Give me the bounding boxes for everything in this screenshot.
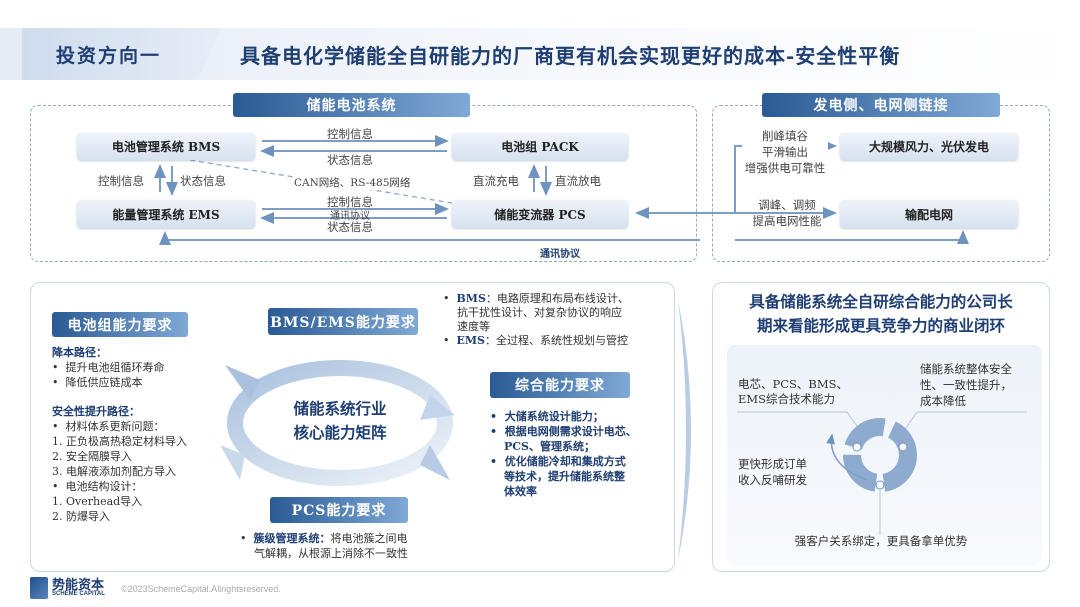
grid-link-label: 发电侧、电网侧链接: [762, 93, 1000, 117]
item-text: 大储系统设计能力；: [504, 410, 604, 423]
list-item: • 电池结构设计：: [52, 480, 143, 493]
text-line: 收入反哺研发: [738, 473, 807, 487]
combined-req-content: • 大储系统设计能力； • 根据电网侧需求设计电芯、 PCS、管理系统； • 优…: [490, 409, 637, 499]
text-line: 储能系统整体安全: [920, 362, 1012, 376]
item-text: 等技术，提升储能系统整: [504, 470, 625, 483]
list-item: • 材料体系更新问题：: [52, 420, 165, 433]
grid-benefits: 调峰、调频 提高电网性能: [745, 197, 829, 229]
node-ems: 能量管理系统 EMS: [77, 200, 255, 228]
item-text: 电池结构设计：: [65, 480, 143, 493]
page-title: 具备电化学储能全自研能力的厂商更有机会实现更好的成本-安全性平衡: [240, 44, 901, 68]
pcs-req-content: • 簇级管理系统：将电池簇之间电 气解耦，从根源上消除不一致性: [240, 531, 408, 561]
item-text: 降低供应链成本: [65, 376, 143, 389]
logo-cn: 势能资本: [52, 577, 105, 592]
combined-req-label: 综合能力要求: [490, 372, 630, 398]
text-line: 性、一致性提升，: [920, 378, 1012, 392]
list-item: • 降低供应链成本: [52, 376, 143, 389]
logo-icon: [30, 577, 48, 599]
node-pcs: 储能变流器 PCS: [452, 200, 628, 228]
pack-req-label: 电池组能力要求: [52, 312, 188, 337]
loop-bottom-text: 强客户关系绑定，更具备拿单优势: [794, 534, 968, 548]
safety-title: 安全性提升路径：: [52, 405, 140, 418]
list-item: • 大储系统设计能力；: [490, 410, 604, 423]
cost-title: 降本路径：: [52, 346, 107, 359]
list-item: • EMS：全过程、系统性规划与管控: [443, 334, 628, 347]
text-line: 削峰填谷: [762, 129, 808, 143]
list-item: • 根据电网侧需求设计电芯、: [490, 425, 637, 438]
loop-right-text: 储能系统整体安全 性、一致性提升， 成本降低: [920, 361, 1012, 409]
item-text: 抗干扰性设计、对复杂协议的响应: [457, 306, 622, 319]
item-text: ：电路原理和布局布线设计、: [485, 292, 629, 305]
node-grid: 输配电网: [840, 200, 1018, 228]
center-line: 储能系统行业: [293, 399, 387, 418]
battery-system-label: 储能电池系统: [233, 93, 470, 117]
list-item: • BMS：电路原理和布局布线设计、: [443, 292, 629, 305]
list-item: • 簇级管理系统：将电池簇之间电: [240, 532, 408, 545]
loop-feedback-text: 更快形成订单 收入反哺研发: [738, 456, 807, 488]
node-bms: 电池管理系统 BMS: [77, 133, 255, 160]
text-line: 更快形成订单: [738, 457, 807, 471]
logo-en: SCHEME CAPITAL: [52, 591, 105, 597]
edge-label: 控制信息: [327, 127, 373, 141]
section-tag: 投资方向一: [22, 28, 222, 80]
edge-label: 控制信息: [98, 174, 144, 188]
list-item: 1. Overhead导入: [52, 495, 143, 508]
item-key: BMS: [456, 292, 486, 305]
list-item: 1. 正负极高热稳定材料导入: [52, 435, 187, 448]
chevron-right-icon: [678, 300, 691, 560]
copyright: ©2023SchemeCapital.Allrightsreserved.: [121, 584, 281, 594]
node-generation: 大规模风力、光伏发电: [840, 133, 1018, 160]
edge-label: 状态信息: [180, 174, 226, 188]
title-line: 具备储能系统全自研综合能力的公司长: [749, 292, 1013, 311]
list-item: • 提升电池组循环寿命: [52, 361, 165, 374]
item-text: 优化储能冷却和集成方式: [504, 455, 626, 468]
bms-req-content: • BMS：电路原理和布局布线设计、 抗干扰性设计、对复杂协议的响应 速度等 •…: [443, 292, 629, 348]
item-key: EMS: [456, 334, 485, 347]
flow-arrows: [154, 135, 969, 245]
item-text: 根据电网侧需求设计电芯、: [504, 425, 637, 438]
list-item: • 优化储能冷却和集成方式: [490, 455, 626, 468]
matrix-center: 储能系统行业 核心能力矩阵: [270, 397, 410, 445]
text-line: 调峰、调频: [758, 198, 816, 212]
cycle-arrows-icon: [220, 360, 455, 486]
loop-left-text: 电芯、PCS、BMS、 EMS综合技术能力: [738, 377, 848, 407]
node-pack: 电池组 PACK: [452, 133, 628, 160]
text-line: 成本降低: [920, 394, 966, 408]
text-line: 平滑输出: [762, 145, 808, 159]
item-text: PCS、管理系统；: [504, 440, 595, 453]
edge-label: 通讯协议: [330, 211, 370, 222]
item-text: 速度等: [457, 320, 490, 333]
edge-label: 直流充电: [473, 174, 519, 188]
edge-label-can: CAN网络、RS-485网络: [294, 175, 411, 190]
list-item: 2. 安全隔膜导入: [52, 450, 132, 463]
pcs-req-label: PCS能力要求: [270, 497, 408, 523]
item-key: 簇级管理系统：: [253, 532, 331, 545]
list-item: 3. 电解液添加剂配方导入: [52, 465, 176, 478]
item-text: 材料体系更新问题：: [65, 420, 165, 433]
list-item: 2. 防爆导入: [52, 510, 110, 523]
text-line: 电芯、PCS、BMS、: [738, 377, 849, 391]
text-line: EMS综合技术能力: [738, 392, 836, 406]
loop-title: 具备储能系统全自研综合能力的公司长 期来看能形成更具竞争力的商业闭环: [712, 290, 1050, 338]
item-text: 体效率: [504, 485, 537, 498]
edge-label: 直流放电: [555, 174, 601, 188]
bms-req-label: BMS/EMS能力要求: [268, 308, 418, 335]
edge-label: 控制信息: [327, 195, 373, 209]
loop-inner: [727, 345, 1042, 565]
edge-label: 状态信息: [327, 153, 373, 167]
edge-label-protocol: 通讯协议: [540, 249, 580, 260]
text-line: 增强供电可靠性: [744, 161, 826, 175]
item-text: 气解耦，从根源上消除不一致性: [254, 547, 408, 560]
title-line: 期来看能形成更具竞争力的商业闭环: [756, 316, 1005, 335]
item-text: 将电池簇之间电: [330, 532, 408, 545]
edge-label: 状态信息: [327, 220, 373, 234]
pack-req-content: 降本路径： • 提升电池组循环寿命 • 降低供应链成本 安全性提升路径： • 材…: [52, 345, 187, 524]
item-text: 提升电池组循环寿命: [65, 361, 165, 374]
loop-ring-icon: [737, 411, 1027, 535]
center-line: 核心能力矩阵: [293, 423, 387, 442]
text-line: 提高电网性能: [752, 214, 822, 228]
item-text: ：全过程、系统性规划与管控: [485, 334, 628, 347]
gen-benefits: 削峰填谷 平滑输出 增强供电可靠性: [742, 128, 828, 176]
